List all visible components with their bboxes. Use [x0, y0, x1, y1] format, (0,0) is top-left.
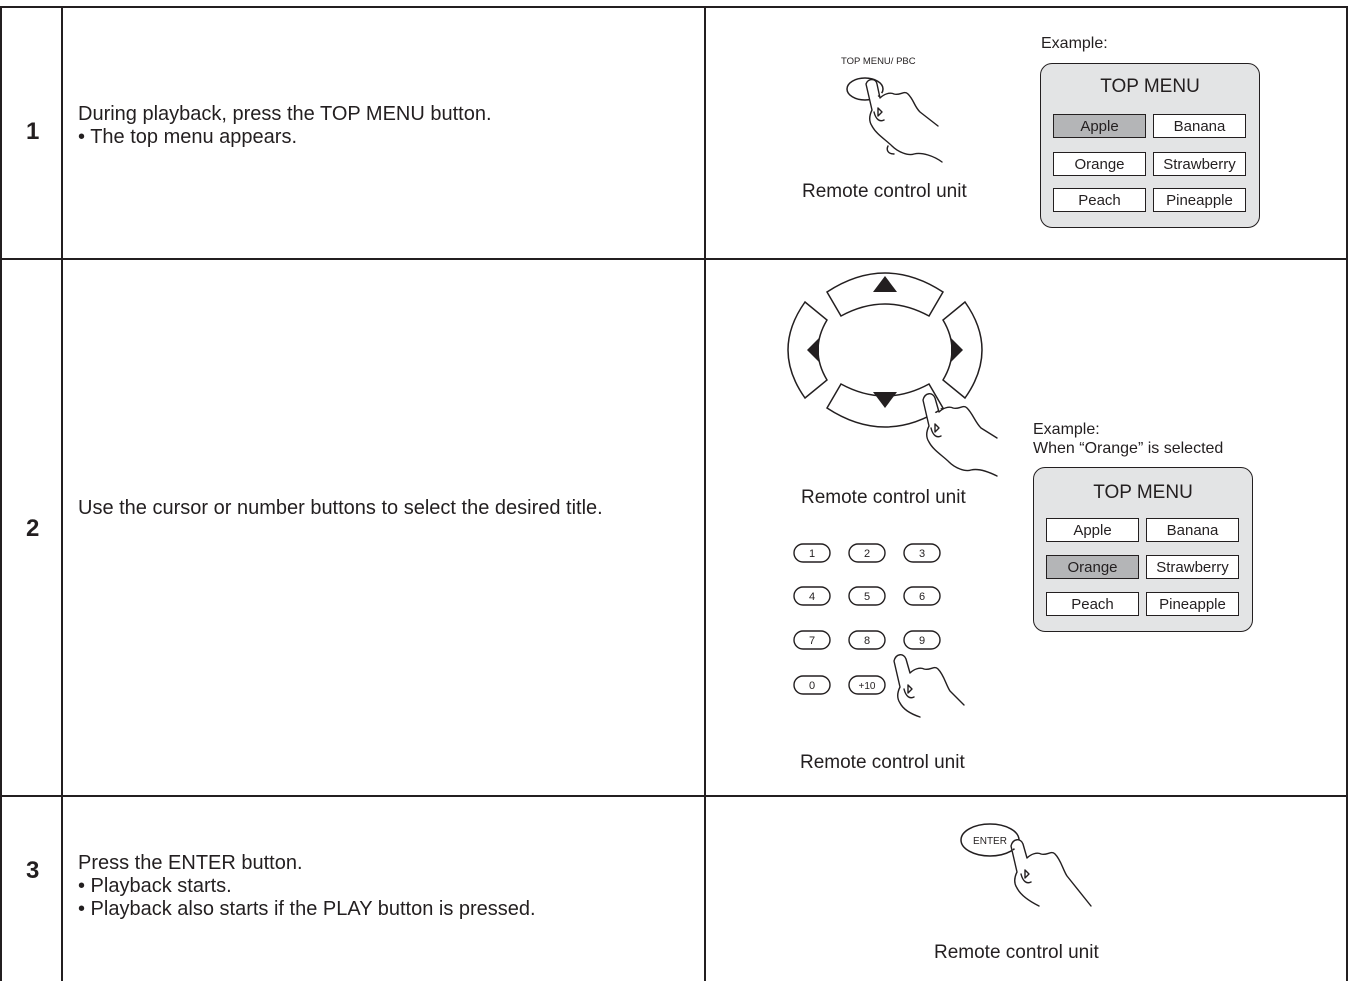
menu-item-strawberry: Strawberry — [1146, 555, 1239, 579]
number-button-shape — [793, 586, 831, 606]
table-right-border — [1346, 6, 1348, 981]
number-button-label: 9 — [919, 635, 925, 647]
enter-button-illustration: ENTER — [960, 823, 1092, 907]
top-menu-example: TOP MENU Apple Banana Orange Strawberry … — [1040, 63, 1260, 228]
number-button-6: 6 — [903, 586, 941, 606]
number-button-label: 1 — [809, 548, 815, 560]
menu-item-orange: Orange — [1053, 152, 1146, 176]
step-number: 1 — [26, 118, 40, 145]
instruction-bullet: • Playback starts. — [78, 875, 232, 897]
cursor-up-button — [825, 272, 945, 318]
step-instructions: Press the ENTER button. • Playback start… — [78, 852, 536, 921]
pressing-hand-icon — [865, 78, 943, 163]
menu-item-apple: Apple — [1053, 114, 1146, 138]
number-button-label: 3 — [919, 548, 925, 560]
instruction-line: Press the ENTER button. — [78, 852, 303, 874]
step-instructions: During playback, press the TOP MENU butt… — [78, 103, 492, 149]
instruction-bullet: • Playback also starts if the PLAY butto… — [78, 898, 536, 920]
menu-item-pineapple: Pineapple — [1146, 592, 1239, 616]
menu-item-apple: Apple — [1046, 518, 1139, 542]
number-button-1: 1 — [793, 543, 831, 563]
row-divider-2 — [0, 795, 1348, 797]
number-button-8: 8 — [848, 630, 886, 650]
menu-item-banana: Banana — [1153, 114, 1246, 138]
caption-remote-control: Remote control unit — [934, 942, 1099, 963]
arrow-right-icon — [951, 338, 963, 362]
number-button-shape — [793, 630, 831, 650]
table-left-border — [0, 6, 2, 981]
button-label: TOP MENU/ PBC — [841, 56, 916, 67]
menu-title: TOP MENU — [1100, 76, 1200, 97]
button-label: ENTER — [973, 836, 1007, 847]
number-button-label: 0 — [809, 680, 815, 692]
number-button-plus10: +10 — [848, 675, 886, 695]
number-button-4: 4 — [793, 586, 831, 606]
arrow-up-icon — [873, 276, 897, 292]
number-button-shape — [848, 586, 886, 606]
number-buttons-illustration: 1 2 3 4 5 6 7 8 9 0 +10 — [793, 543, 965, 718]
number-button-shape — [903, 586, 941, 606]
menu-item-pineapple: Pineapple — [1153, 188, 1246, 212]
number-button-9: 9 — [903, 630, 941, 650]
menu-item-strawberry: Strawberry — [1153, 152, 1246, 176]
pressing-hand-icon — [893, 654, 965, 718]
number-button-0: 0 — [793, 675, 831, 695]
number-column-divider — [61, 6, 63, 981]
number-button-label: 4 — [809, 591, 815, 603]
number-button-7: 7 — [793, 630, 831, 650]
number-button-label: 5 — [864, 591, 870, 603]
number-button-shape — [793, 543, 831, 563]
menu-item-peach: Peach — [1046, 592, 1139, 616]
example-note: When “Orange” is selected — [1033, 440, 1224, 457]
menu-title: TOP MENU — [1093, 482, 1193, 503]
number-button-label: 7 — [809, 635, 815, 647]
number-button-shape — [793, 675, 831, 695]
caption-remote-control: Remote control unit — [802, 181, 967, 202]
row-divider-1 — [0, 258, 1348, 260]
number-button-shape — [903, 630, 941, 650]
table-top-border — [0, 6, 1348, 8]
number-button-shape — [848, 543, 886, 563]
caption-cursor-remote: Remote control unit — [801, 487, 966, 508]
pressing-hand-icon — [1010, 839, 1092, 907]
instruction-line: During playback, press the TOP MENU butt… — [78, 103, 492, 125]
step-number: 3 — [26, 857, 40, 884]
example-label: Example: — [1041, 35, 1108, 52]
number-button-label: 2 — [864, 548, 870, 560]
illustration-column-divider — [704, 6, 706, 981]
caption-number-remote: Remote control unit — [800, 752, 965, 773]
number-button-2: 2 — [848, 543, 886, 563]
instruction-bullet: • The top menu appears. — [78, 126, 297, 148]
example-label: Example: When “Orange” is selected — [1033, 420, 1223, 458]
step-number: 2 — [26, 515, 40, 542]
arrow-left-icon — [807, 338, 819, 362]
example-label-text: Example: — [1033, 421, 1100, 438]
cursor-pad-illustration — [787, 272, 998, 477]
menu-item-peach: Peach — [1053, 188, 1146, 212]
number-button-5: 5 — [848, 586, 886, 606]
number-button-label: 6 — [919, 591, 925, 603]
pressing-hand-icon — [922, 393, 998, 477]
menu-item-banana: Banana — [1146, 518, 1239, 542]
number-button-shape — [903, 543, 941, 563]
number-button-shape — [848, 630, 886, 650]
arrow-down-icon — [873, 392, 897, 408]
top-menu-button-illustration: TOP MENU/ PBC — [841, 56, 943, 163]
top-menu-example: TOP MENU Apple Banana Orange Strawberry … — [1033, 467, 1253, 632]
menu-item-orange: Orange — [1046, 555, 1139, 579]
number-button-3: 3 — [903, 543, 941, 563]
number-button-label: 8 — [864, 635, 870, 647]
number-button-shape — [848, 675, 886, 695]
number-button-label: +10 — [859, 681, 876, 692]
step-instructions: Use the cursor or number buttons to sele… — [78, 497, 603, 519]
